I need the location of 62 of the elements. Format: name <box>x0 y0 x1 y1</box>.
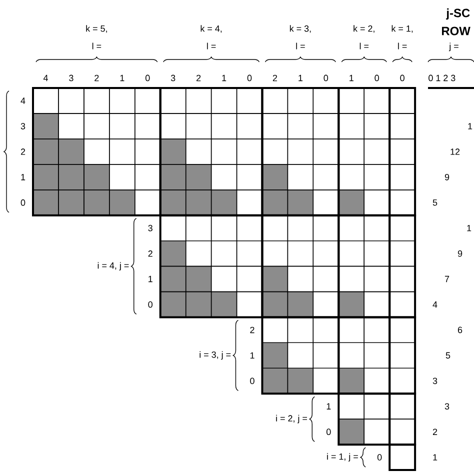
value-label: 12 <box>450 148 460 155</box>
column-label: 2 <box>196 74 201 82</box>
value-label: 3 <box>444 403 450 410</box>
value-label: 1 <box>468 123 472 130</box>
column-heading: l = <box>92 42 102 50</box>
value-label: 6 <box>458 326 462 334</box>
value-label: 5 <box>432 199 438 206</box>
row-label: 2 <box>250 326 254 334</box>
row-label: 2 <box>20 148 26 155</box>
row-label: 1 <box>250 352 254 359</box>
row-label: 0 <box>148 301 152 308</box>
column-label: 0 <box>324 74 328 82</box>
row-label: 0 <box>250 378 254 384</box>
value-label: 9 <box>458 250 462 257</box>
column-heading: k = 2, <box>354 25 374 33</box>
value-label: 4 <box>432 301 438 308</box>
row-heading: i = 2, j = <box>276 414 307 424</box>
column-label: 0 <box>247 74 252 82</box>
row-heading: i = 1, j = <box>327 453 358 462</box>
column-heading: k = 4, <box>200 25 222 33</box>
row-label: 2 <box>148 250 152 257</box>
column-heading: l = <box>207 42 216 50</box>
column-heading: l = <box>398 42 407 50</box>
row-label: 0 <box>326 428 331 436</box>
value-label: 3 <box>432 378 438 384</box>
column-heading: l = <box>360 42 369 50</box>
column-label: 3 <box>69 74 74 82</box>
row-label: 1 <box>326 403 331 410</box>
value-label: 1 <box>433 454 438 460</box>
column-label: 0 <box>374 74 379 82</box>
row-label: 1 <box>21 174 26 180</box>
heading: ROW <box>442 26 470 36</box>
column-label: 1 <box>298 74 302 82</box>
column-label: 0 <box>145 74 150 82</box>
column-label: 2 <box>94 74 99 82</box>
column-label: 4 <box>43 74 48 82</box>
column-heading: l = <box>296 42 305 50</box>
row-label: 1 <box>148 276 152 282</box>
value-label: 1 <box>467 224 472 232</box>
column-heading: j = <box>448 42 458 52</box>
column-label: 1 <box>350 74 354 82</box>
heading: j-SC <box>446 8 470 20</box>
column-heading: k = 5, <box>86 25 107 33</box>
column-label: 0 1 2 3 <box>428 74 456 82</box>
value-label: 9 <box>444 174 450 180</box>
column-label: 1 <box>222 74 226 82</box>
column-label: 0 <box>400 74 404 82</box>
column-label: 1 <box>120 74 124 82</box>
row-label: 4 <box>20 98 26 104</box>
column-label: 3 <box>170 74 176 82</box>
row-heading: i = 4, j = <box>98 262 129 270</box>
row-label: 0 <box>377 454 382 460</box>
value-label: 5 <box>446 352 450 359</box>
row-label: 3 <box>20 123 26 130</box>
value-label: 2 <box>432 428 438 435</box>
column-label: 2 <box>272 74 277 82</box>
row-heading: i = 3, j = <box>200 351 231 360</box>
column-heading: k = 1, <box>392 25 413 33</box>
row-label: 3 <box>148 224 152 232</box>
column-heading: k = 3, <box>290 25 311 33</box>
row-label: 0 <box>20 199 26 206</box>
value-label: 7 <box>444 276 450 282</box>
